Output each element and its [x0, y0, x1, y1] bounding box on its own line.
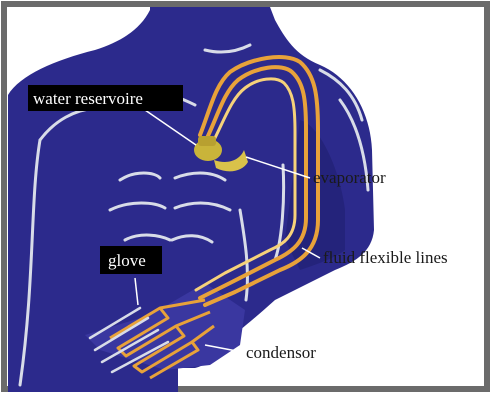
fluid-flexible-lines-label: fluid flexible lines [323, 248, 448, 267]
glove-label: glove [108, 251, 146, 270]
water-reservoire-label: water reservoire [33, 89, 143, 108]
evaporator-label: evaporator [313, 168, 386, 187]
condensor-label: condensor [246, 343, 316, 362]
